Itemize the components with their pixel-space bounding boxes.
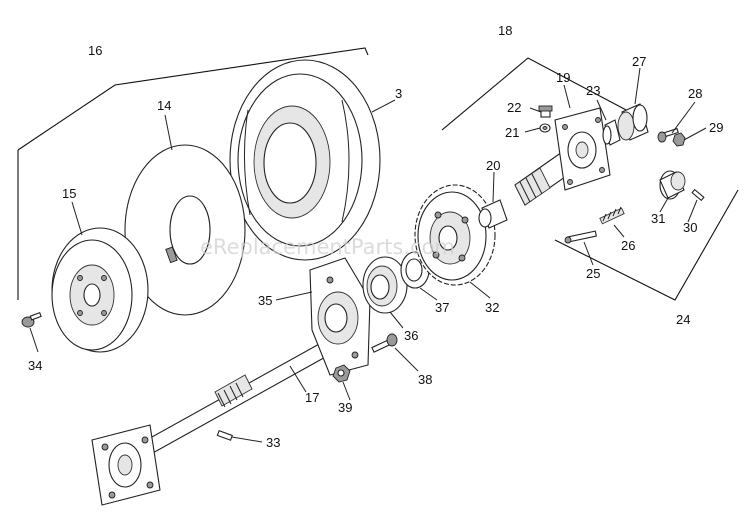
spring-pin-26 [599,206,625,225]
bearing-plate [309,257,371,376]
callout-39: 39 [338,400,352,415]
callout-32: 32 [485,300,499,315]
spacer [478,199,508,229]
callout-20: 20 [486,158,500,173]
washer-21 [539,123,551,133]
splined-shaft [514,149,576,206]
callout-29: 29 [709,120,723,135]
pin-25 [564,230,597,244]
callout-36: 36 [404,328,418,343]
bushing [602,119,621,146]
callout-30: 30 [683,220,697,235]
callout-27: 27 [632,54,646,69]
callout-35: 35 [258,293,272,308]
bracket-16 [17,47,369,300]
pin-30 [691,188,705,202]
bracket-24 [554,189,739,301]
callout-18: 18 [498,23,512,38]
inner-tube [124,144,246,316]
tire [229,59,381,261]
sleeve [659,170,686,200]
bolt-34 [21,311,42,328]
callout-3: 3 [395,86,402,101]
callout-38: 38 [418,372,432,387]
callout-22: 22 [507,100,521,115]
callout-16: 16 [88,43,102,58]
pin-33 [216,430,233,441]
wheel-rim [51,227,149,353]
callout-24: 24 [676,312,690,327]
callout-33: 33 [266,435,280,450]
callout-23: 23 [586,83,600,98]
bolt-38 [371,333,398,353]
callout-17: 17 [305,390,319,405]
axle-shaft [91,337,339,506]
watermark-text: eReplacementParts.com [200,235,455,259]
callout-19: 19 [556,70,570,85]
callout-14: 14 [157,98,171,113]
callout-15: 15 [62,186,76,201]
callout-31: 31 [651,211,665,226]
callout-26: 26 [621,238,635,253]
cap [617,103,649,141]
gear [414,184,496,286]
callout-34: 34 [28,358,42,373]
callout-37: 37 [435,300,449,315]
leader-lines [29,67,707,443]
nut-29 [672,132,686,147]
bracket-18 [441,57,631,131]
callout-21: 21 [505,125,519,140]
hub-flange [554,107,611,191]
bearing [362,256,408,314]
callout-numbers: 3 14 15 16 17 18 19 20 21 22 23 24 25 26… [28,23,723,450]
callout-25: 25 [586,266,600,281]
callout-28: 28 [688,86,702,101]
nut-39 [332,364,351,383]
bolt-22 [538,105,553,118]
